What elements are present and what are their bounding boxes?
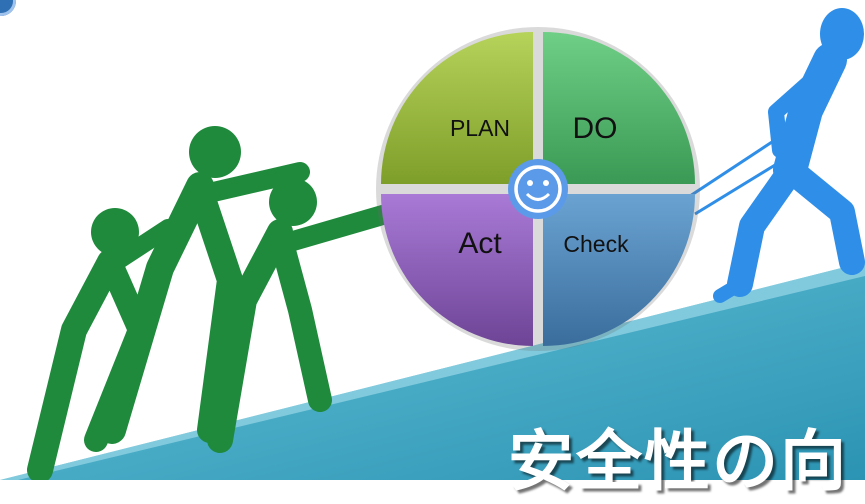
runner-icon — [713, 8, 865, 303]
pdca-cycle-diagram: PLAN DO Act Check — [376, 27, 700, 351]
pdca-do-quadrant — [543, 32, 695, 184]
pdca-act-quadrant — [381, 194, 533, 346]
slide-headline: 安全性の向 — [508, 423, 848, 500]
smiley-face-icon — [508, 159, 568, 219]
pdca-do-label: DO — [573, 112, 618, 145]
slide-canvas: PLAN DO Act Check — [0, 8, 865, 480]
rope-lines — [689, 138, 781, 216]
pdca-plan-label: PLAN — [450, 115, 510, 141]
pdca-check-label: Check — [563, 231, 629, 257]
pdca-plan-quadrant — [381, 32, 533, 184]
pdca-act-label: Act — [458, 227, 502, 260]
pdca-check-quadrant — [543, 194, 695, 346]
climbers-icon — [27, 126, 396, 480]
